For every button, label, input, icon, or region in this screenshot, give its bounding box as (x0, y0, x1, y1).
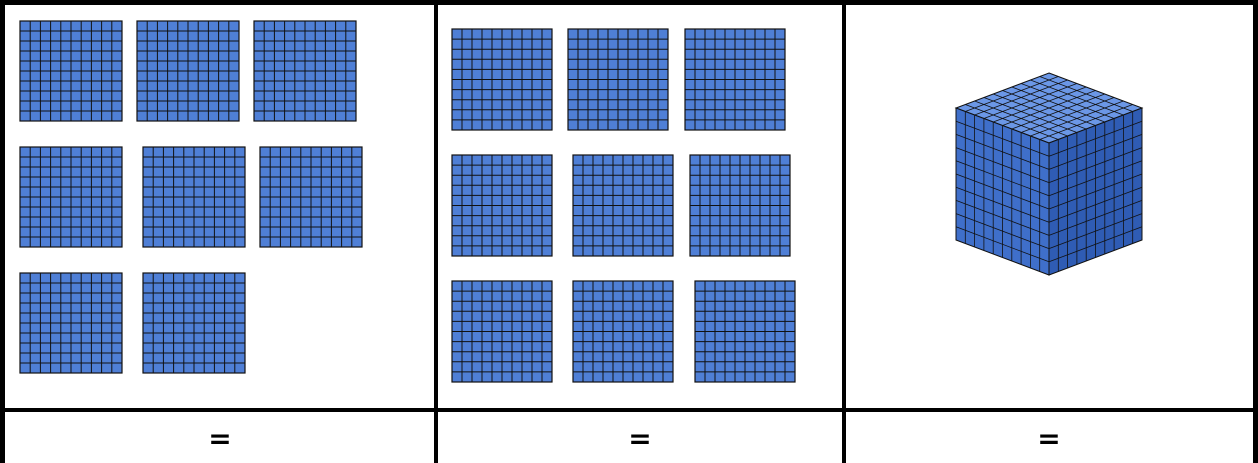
hundred-flat (452, 281, 552, 382)
cell-column-2 (438, 0, 842, 409)
hundred-flat (695, 281, 795, 382)
hundred-flat (690, 155, 790, 256)
hundred-flat (452, 29, 552, 130)
hundred-flat (254, 21, 356, 121)
border-right (1253, 0, 1258, 463)
flats-group-1 (5, 0, 434, 403)
hundred-flat (143, 273, 245, 373)
cell-column-3 (846, 0, 1253, 409)
hundred-flat (452, 155, 552, 256)
hundred-flat (20, 21, 122, 121)
hundred-flat (20, 273, 122, 373)
equals-sign-1: = (120, 415, 320, 463)
hundred-flat (568, 29, 668, 130)
equals-sign-2: = (540, 415, 740, 463)
cell-column-1 (5, 0, 434, 409)
hundred-flat (573, 281, 673, 382)
hundred-flat (685, 29, 785, 130)
hundred-flat (137, 21, 239, 121)
thousand-cube-shape (956, 73, 1142, 275)
hundred-flat (260, 147, 362, 247)
hundred-flat (143, 147, 245, 247)
hundred-flat (573, 155, 673, 256)
thousand-cube (846, 0, 1253, 403)
flats-group-2 (438, 0, 842, 403)
equals-sign-3: = (949, 415, 1149, 463)
hundred-flat (20, 147, 122, 247)
